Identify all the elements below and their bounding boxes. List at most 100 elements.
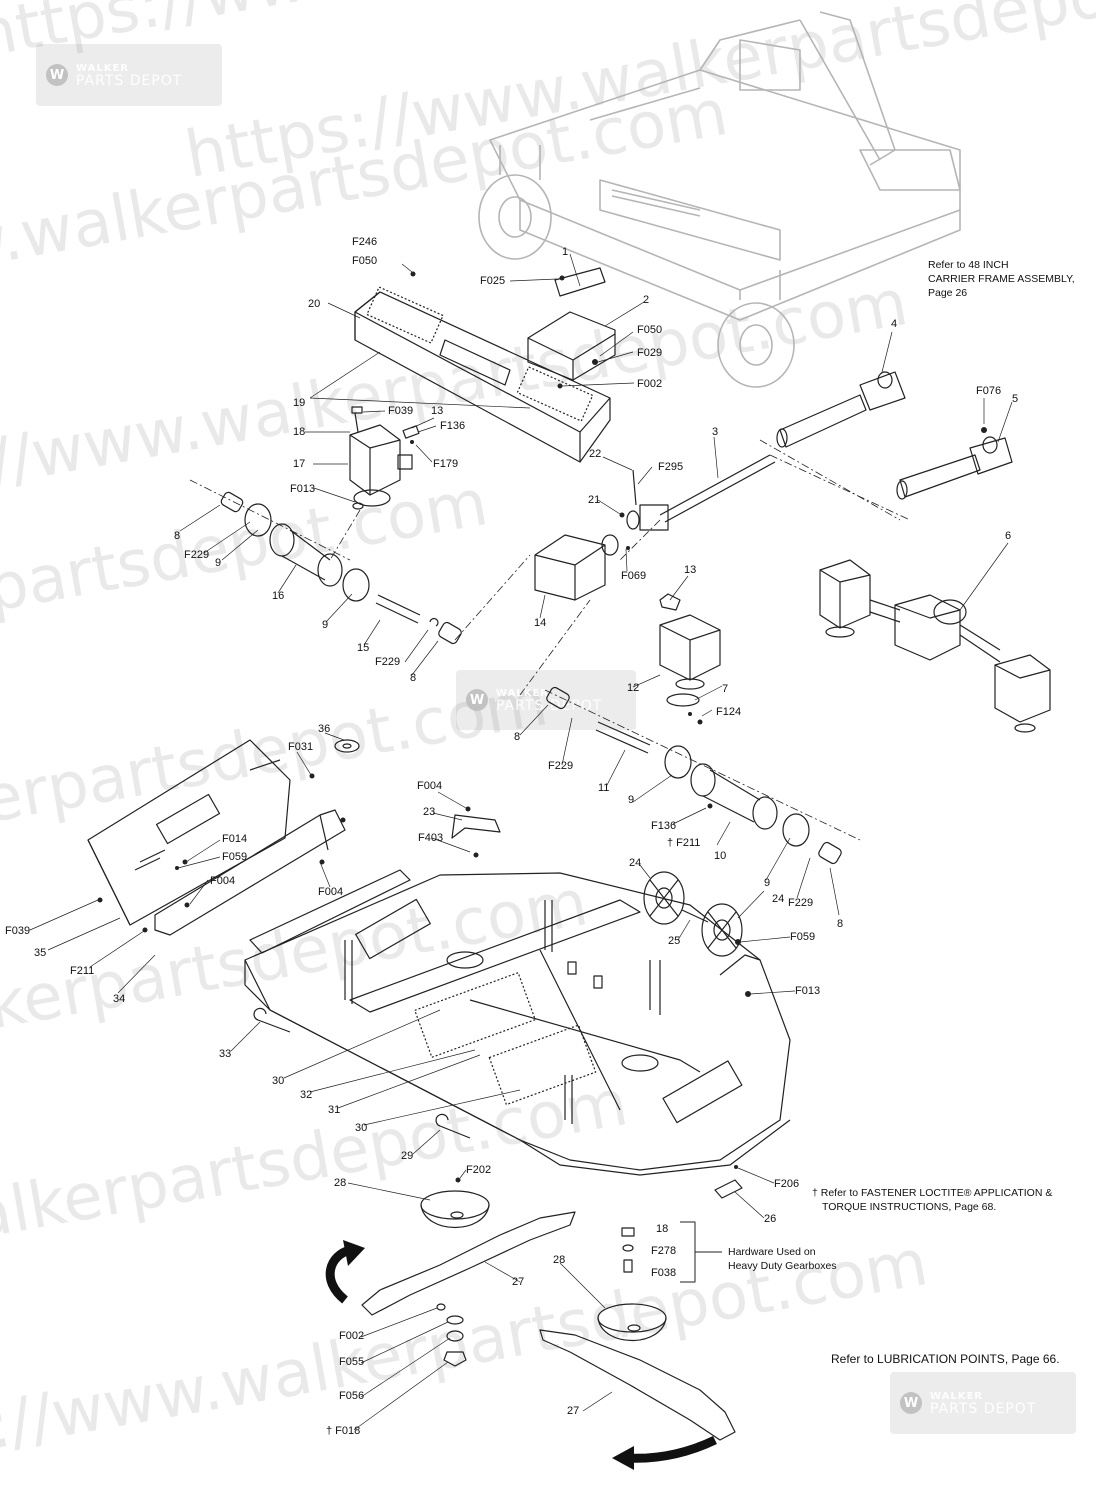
note-line: Refer to 48 INCH	[928, 259, 1009, 271]
callout-label: F229	[548, 760, 574, 772]
walker-logo-icon: W	[466, 689, 488, 711]
shaft-15	[375, 594, 421, 624]
callout-label: † F211	[667, 837, 701, 849]
note-line: Page 26	[928, 287, 968, 299]
loctite-reference: † Refer to FASTENER LOCTITE® APPLICATION…	[812, 1186, 1052, 1214]
callout-label: 30	[355, 1122, 368, 1134]
callout-label: 17	[293, 458, 306, 470]
callout-label: F069	[621, 570, 647, 582]
callout-label: 3	[712, 426, 719, 438]
callout-label: F056	[339, 1390, 365, 1402]
callout-label: F179	[433, 458, 459, 470]
washer-f055	[446, 1315, 464, 1325]
logo-line1: WALKER	[76, 63, 129, 74]
callout-label: F059	[222, 851, 248, 863]
callout-label: 35	[34, 947, 47, 959]
washer-36	[334, 739, 360, 753]
callout-label: 12	[627, 682, 640, 694]
snap-ring-9	[664, 745, 692, 779]
shaft-half-4	[776, 371, 906, 448]
callout-label: 10	[714, 850, 727, 862]
callout-label: F229	[184, 549, 210, 561]
note-line: TORQUE INSTRUCTIONS, Page 68.	[822, 1201, 997, 1213]
blade-27	[539, 1329, 736, 1441]
callout-label: 32	[300, 1089, 313, 1101]
callout-label: F031	[288, 741, 314, 753]
callout-label: 6	[1005, 530, 1012, 542]
carrier-frame	[478, 11, 961, 388]
callout-label: F004	[318, 886, 344, 898]
callout-label: 21	[588, 494, 601, 506]
clevis-pin-33	[253, 1007, 291, 1033]
callout-label: 30	[272, 1075, 285, 1087]
bearing-8	[220, 491, 244, 513]
callout-label: 9	[215, 557, 222, 569]
callout-label: 8	[174, 530, 181, 542]
callout-label: F029	[637, 347, 663, 359]
callout-label: 13	[684, 564, 697, 576]
callout-label: F002	[637, 378, 663, 390]
callout-label: F202	[466, 1164, 492, 1176]
callout-label: 14	[534, 617, 547, 629]
gearbox-14	[534, 534, 619, 601]
callout-label: † F018	[326, 1425, 361, 1437]
callout-label: 24	[772, 893, 785, 905]
gearbox-12	[659, 593, 721, 690]
callout-label: F013	[290, 483, 316, 495]
callout-label: 26	[764, 1213, 777, 1225]
callout-label: 28	[334, 1177, 347, 1189]
callout-label: 20	[308, 298, 321, 310]
bearing-8	[546, 686, 570, 710]
tube-16	[269, 523, 343, 587]
rotation-arrow-upper	[325, 1240, 365, 1304]
callout-label: F050	[352, 255, 378, 267]
note-line: CARRIER FRAME ASSEMBLY,	[928, 273, 1075, 285]
tube-10	[690, 763, 778, 830]
clevis-pin-29	[435, 1113, 471, 1139]
gearbox-17	[349, 424, 413, 510]
callout-label: 36	[318, 723, 331, 735]
logo-line2: PARTS DEPOT	[76, 73, 183, 89]
logo-line1: WALKER	[930, 1391, 983, 1402]
callout-label: 22	[589, 448, 602, 460]
watermark-logo: W WALKER PARTS DEPOT	[890, 1372, 1076, 1434]
carrier-frame-reference: Refer to 48 INCH CARRIER FRAME ASSEMBLY,…	[928, 258, 1075, 300]
callout-label: F136	[440, 420, 466, 432]
callout-label: 9	[322, 619, 329, 631]
callout-label: 27	[512, 1276, 525, 1288]
pin-22	[632, 469, 637, 506]
callout-label: F229	[788, 897, 814, 909]
callout-label: F002	[339, 1330, 365, 1342]
logo-line2: PARTS DEPOT	[930, 1401, 1037, 1417]
callout-label: 9	[764, 877, 771, 889]
inset-washer-18	[621, 1227, 635, 1237]
snap-ring-9	[342, 568, 370, 602]
bracket-23	[451, 814, 501, 839]
shaft-11	[595, 721, 651, 754]
callout-label: F124	[716, 706, 742, 718]
callout-label: 8	[837, 918, 844, 930]
callout-label: 11	[598, 782, 610, 794]
bolt-f002	[436, 1303, 446, 1311]
callout-label: F211	[70, 965, 95, 977]
note-line: Heavy Duty Gearboxes	[728, 1260, 837, 1272]
mower-deck-housing	[244, 869, 791, 1176]
blade-adapter-28	[597, 1303, 667, 1341]
lubrication-reference: Refer to LUBRICATION POINTS, Page 66.	[831, 1352, 1060, 1366]
callout-label: 9	[628, 794, 635, 806]
bolt-25	[681, 909, 709, 923]
bearing-8	[438, 621, 462, 645]
washer-f056	[446, 1330, 464, 1342]
bearing-8	[818, 841, 842, 865]
callout-label: F025	[480, 275, 506, 287]
note-line: Hardware Used on	[728, 1246, 816, 1258]
callout-label: 28	[553, 1254, 566, 1266]
callout-label: F076	[976, 385, 1002, 397]
nut-f018	[443, 1351, 467, 1367]
walker-logo-icon: W	[900, 1392, 922, 1414]
callout-label: F004	[417, 780, 443, 792]
watermark-logo: W WALKER PARTS DEPOT	[456, 670, 636, 730]
callout-label: F246	[352, 236, 378, 248]
callout-label: F206	[774, 1178, 800, 1190]
callout-label: F039	[388, 405, 414, 417]
